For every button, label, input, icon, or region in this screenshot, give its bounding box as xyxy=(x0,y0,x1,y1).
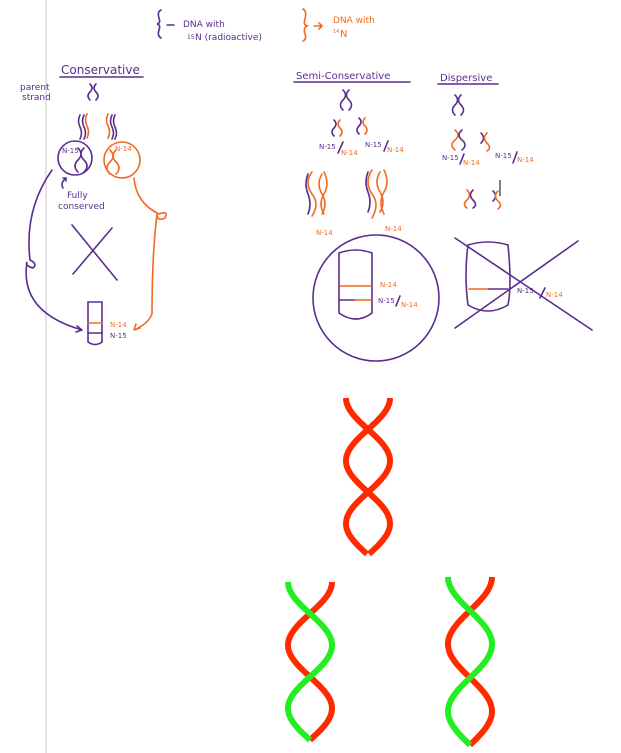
parent-helix-icon xyxy=(87,83,99,101)
semi-gen2-label-1: N-14 xyxy=(316,229,333,237)
n14-arrow xyxy=(133,177,167,331)
semi-tube-n14b-label: N-14 xyxy=(401,301,418,309)
disp-gen1-n14-label-1: N-14 xyxy=(463,159,480,167)
disp-gen1-n14-label-2: N-14 xyxy=(517,156,534,164)
daughter1-helix-strand-green xyxy=(284,581,335,743)
n14-circle xyxy=(103,141,141,179)
semi-gen1-n15-label-1: N-15 xyxy=(319,143,336,151)
circle-n14-label: N-14 xyxy=(115,145,132,153)
parent-helix-strand-b xyxy=(342,397,393,557)
disp-tube-n14-label: N-14 xyxy=(546,291,563,299)
strand-label: strand xyxy=(22,93,51,103)
n15-arrow xyxy=(25,169,83,333)
tube-n14-label: N-14 xyxy=(110,321,127,329)
conservative-title: Conservative xyxy=(61,63,140,77)
purple-brace-icon xyxy=(156,9,162,39)
helix-illustrations xyxy=(284,397,496,748)
semi-gen1-n14-label-2: N-14 xyxy=(387,146,404,154)
semi-conservative-section: Semi-Conservative N-15 N-14 N-15 N-14 N-… xyxy=(293,71,440,362)
disp-gen1-n15-label-1: N-15 xyxy=(442,154,459,162)
conservative-section: Conservative parent strand N-15 N-14 Ful… xyxy=(20,63,167,346)
semi-gen1-n15-label-2: N-15 xyxy=(365,141,382,149)
legend-n15-line1: DNA with xyxy=(183,20,225,30)
semi-test-tube-icon xyxy=(338,249,373,320)
daughter2-helix-strand-red xyxy=(445,576,496,748)
legend-n15-sup: 15 xyxy=(187,34,195,41)
legend-n14-line2: N xyxy=(340,29,347,40)
orange-brace-icon xyxy=(302,8,310,42)
semi-conservative-title: Semi-Conservative xyxy=(296,71,390,82)
legend-n15-line2: N (radioactive) xyxy=(195,33,262,43)
disp-cross-out-icon xyxy=(454,237,593,331)
conserved-label: conserved xyxy=(58,202,105,212)
semi-gen2-label-2: N-14 xyxy=(385,225,402,233)
tube-n15-label: N-15 xyxy=(110,332,127,340)
circle-n15-label: N-15 xyxy=(62,147,79,155)
dispersive-section: Dispersive N-15 N-14 N-15 N-14 N-15 N-14 xyxy=(437,73,593,331)
parent-helix-strand-a xyxy=(343,397,394,557)
legend-n14-line1: DNA with xyxy=(333,16,375,26)
dispersive-title: Dispersive xyxy=(440,73,492,84)
legend: DNA with 15 N (radioactive) DNA with 14 … xyxy=(156,8,375,43)
disp-test-tube-icon xyxy=(465,241,511,312)
semi-tube-n15-label: N-15 xyxy=(378,297,395,305)
semi-highlight-circle xyxy=(312,234,440,362)
semi-gen1-n14-label-1: N-14 xyxy=(341,149,358,157)
fully-label: Fully xyxy=(67,191,88,201)
daughter1-helix-strand-red xyxy=(285,581,336,743)
n15-circle xyxy=(57,140,93,176)
daughter2-helix-strand-green xyxy=(444,576,495,748)
arrow-icon xyxy=(313,22,324,30)
disp-tube-n15-label: N-15 xyxy=(517,287,534,295)
parent-label: parent xyxy=(20,83,50,93)
legend-n14-sup: 14 xyxy=(333,29,339,35)
semi-tube-n14-label: N-14 xyxy=(380,281,397,289)
cross-out-icon xyxy=(71,224,118,281)
test-tube-icon xyxy=(87,301,103,346)
disp-gen1-n15-label-2: N-15 xyxy=(495,152,512,160)
